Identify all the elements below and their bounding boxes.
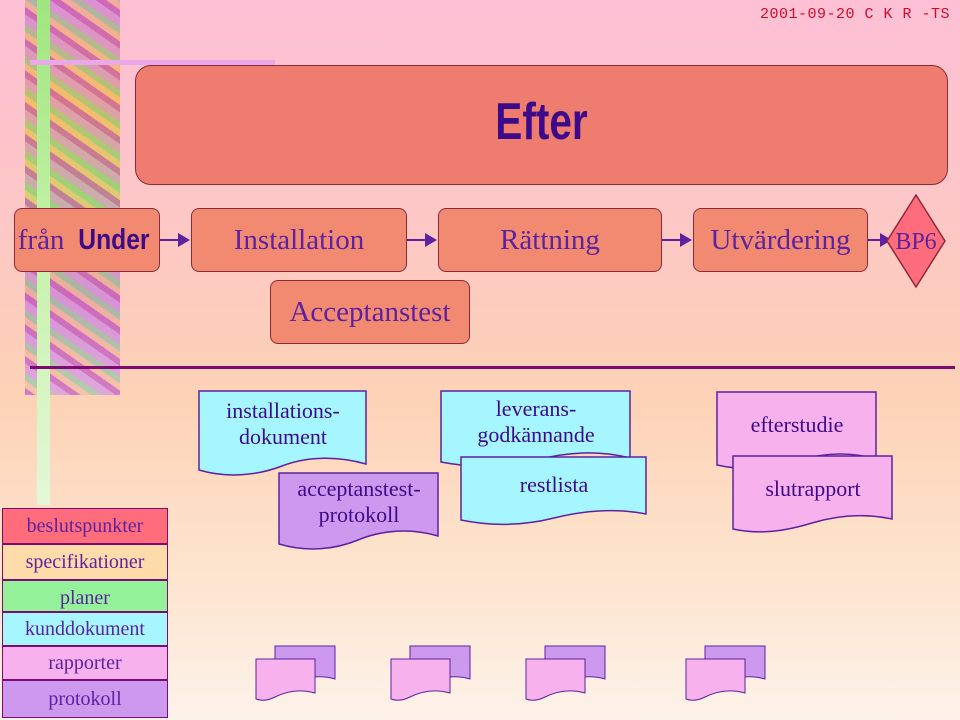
step-utvardering[interactable]: Utvärdering	[693, 208, 868, 272]
mini-doc-icon	[390, 645, 471, 701]
doc-slutrapport-label: slutrapport	[765, 476, 861, 501]
legend-specifikationer: specifikationer	[2, 544, 168, 580]
arrow-icon	[662, 233, 692, 247]
doc-leveransgodkannande-line2: godkännande	[477, 422, 595, 448]
mini-doc-icon	[525, 645, 606, 701]
legend-protokoll: protokoll	[2, 680, 168, 718]
step-fran-under[interactable]: från Under	[14, 208, 160, 272]
step-rattning-label: Rättning	[500, 223, 600, 256]
doc-acceptanstestprotokoll-line2: protokoll	[318, 502, 400, 528]
date-stamp: 2001-09-20 C K R -TS	[760, 6, 951, 23]
doc-shape-restlista	[460, 456, 647, 525]
step-utvardering-label: Utvärdering	[710, 223, 851, 256]
step-rattning[interactable]: Rättning	[438, 208, 662, 272]
step-under-label: Under	[78, 223, 150, 256]
milestone-label: BP6	[895, 229, 936, 255]
doc-slutrapport[interactable]: slutrapport	[732, 468, 894, 502]
arrow-icon	[407, 233, 437, 247]
step-installation-label: Installation	[233, 223, 365, 256]
doc-leveransgodkannande-line1: leverans-	[495, 396, 577, 421]
doc-restlista-label: restlista	[519, 472, 589, 497]
divider-line	[30, 366, 955, 369]
doc-efterstudie[interactable]: efterstudie	[716, 404, 878, 438]
doc-installationsdokument-line2: dokument	[239, 424, 327, 450]
doc-installationsdokument-line1: installations-	[226, 398, 340, 423]
doc-shape-slutrapport	[732, 455, 893, 533]
doc-installationsdokument[interactable]: installations- dokument	[198, 390, 368, 451]
doc-shape-installationsdokument	[198, 390, 367, 476]
decorative-top-line	[30, 60, 275, 65]
arrow-icon	[160, 233, 190, 247]
doc-restlista[interactable]: restlista	[460, 464, 648, 498]
legend-rapporter: rapporter	[2, 646, 168, 680]
step-installation[interactable]: Installation	[191, 208, 407, 272]
doc-acceptanstestprotokoll-line1: acceptanstest-	[297, 476, 421, 501]
legend-planer: planer	[2, 580, 168, 612]
step-acceptanstest[interactable]: Acceptanstest	[270, 280, 470, 344]
doc-leveransgodkannande[interactable]: leverans- godkännande	[440, 388, 632, 449]
step-acceptanstest-label: Acceptanstest	[289, 295, 451, 328]
mini-doc-icon	[685, 645, 766, 701]
doc-acceptanstestprotokoll[interactable]: acceptanstest- protokoll	[278, 468, 440, 529]
mini-doc-icon	[255, 645, 336, 701]
milestone-diamond-icon[interactable]: BP6	[885, 193, 947, 289]
legend-beslutspunkter: beslutspunkter	[2, 508, 168, 544]
legend-kunddokument: kunddokument	[2, 612, 168, 646]
title-box	[135, 65, 948, 185]
slide-title: Efter	[495, 93, 588, 151]
doc-efterstudie-label: efterstudie	[750, 412, 844, 437]
doc-shape-acceptanstestprotokoll	[278, 472, 439, 550]
step-fran-prefix: från	[17, 223, 65, 256]
